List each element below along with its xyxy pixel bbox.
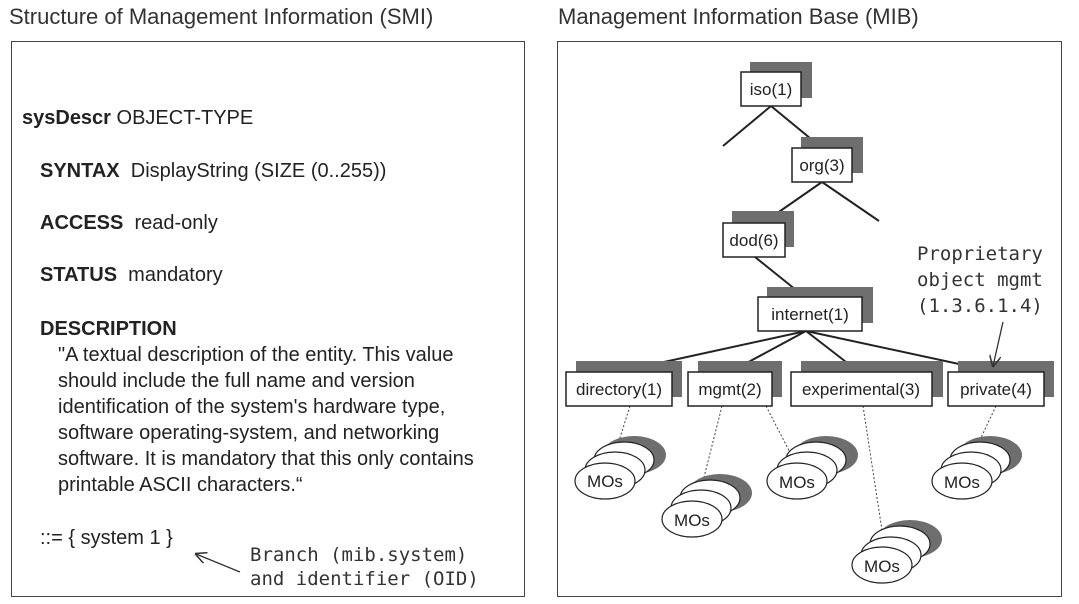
mo-stack-mgmt-right: MOs xyxy=(766,436,858,500)
mo-connector xyxy=(967,405,997,466)
private-note-line: (1.3.6.1.4) xyxy=(917,295,1043,317)
smi-panel xyxy=(11,41,525,597)
mo-label: MOs xyxy=(587,472,623,491)
description-text: "A textual description of the entity. Th… xyxy=(58,342,528,498)
access-keyword: ACCESS xyxy=(40,212,124,234)
private-note-line: object mgmt xyxy=(917,269,1043,291)
mo-label: MOs xyxy=(779,473,815,492)
node-org-label: org(3) xyxy=(799,156,844,175)
mo-label: MOs xyxy=(864,557,900,576)
oid-assignment: ::= { system 1 } xyxy=(40,527,173,549)
node-dod: dod(6) xyxy=(722,211,794,258)
node-experimental-label: experimental(3) xyxy=(802,380,920,399)
status-keyword: STATUS xyxy=(40,264,118,286)
node-mgmt: mgmt(2) xyxy=(687,361,782,407)
node-dod-label: dod(6) xyxy=(729,231,778,250)
object-type: OBJECT-TYPE xyxy=(116,107,254,129)
branch-note-arrow xyxy=(196,554,241,573)
private-note-arrow xyxy=(993,321,1004,366)
access-line: ACCESS read-only xyxy=(40,212,218,235)
node-private-label: private(4) xyxy=(960,380,1032,399)
node-directory: directory(1) xyxy=(565,361,682,407)
syntax-line: SYNTAX DisplayString (SIZE (0..255)) xyxy=(40,160,386,183)
status-line: STATUS mandatory xyxy=(40,264,223,287)
node-private: private(4) xyxy=(947,361,1054,407)
syntax-value: DisplayString (SIZE (0..255)) xyxy=(130,160,387,182)
node-iso: iso(1) xyxy=(740,62,812,107)
node-org: org(3) xyxy=(791,137,863,183)
syntax-keyword: SYNTAX xyxy=(40,160,120,182)
object-name: sysDescr xyxy=(22,107,111,129)
branch-note-line: and identifier (OID) xyxy=(250,568,479,590)
branch-note-line: Branch (mib.system) xyxy=(250,544,468,566)
node-iso-label: iso(1) xyxy=(750,80,793,99)
mo-stack-mgmt-left: MOs xyxy=(661,474,752,538)
mo-connector xyxy=(862,405,886,551)
node-directory-label: directory(1) xyxy=(576,380,662,399)
description-line: "A textual description of the entity. Th… xyxy=(58,344,454,366)
description-line: should include the full name and version xyxy=(58,370,415,392)
node-internet-label: internet(1) xyxy=(771,305,848,324)
private-note: Proprietary object mgmt (1.3.6.1.4) xyxy=(917,241,1043,319)
description-line: printable ASCII characters.“ xyxy=(58,474,303,496)
mib-title: Management Information Base (MIB) xyxy=(558,4,919,29)
mo-stack-private: MOs xyxy=(931,436,1022,500)
description-line: software operating-system, and networkin… xyxy=(58,422,440,444)
branch-note: Branch (mib.system) and identifier (OID) xyxy=(250,543,479,591)
description-keyword: DESCRIPTION xyxy=(40,318,177,340)
node-experimental: experimental(3) xyxy=(790,361,943,407)
private-note-line: Proprietary xyxy=(917,243,1043,265)
mo-label: MOs xyxy=(944,473,980,492)
tree-edge xyxy=(722,105,772,147)
object-declaration: sysDescr OBJECT-TYPE xyxy=(22,107,253,130)
mo-label: MOs xyxy=(674,511,710,530)
access-value: read-only xyxy=(134,212,218,234)
description-line: identification of the system's hardware … xyxy=(58,396,446,418)
status-value: mandatory xyxy=(128,264,223,286)
tree-edge xyxy=(821,181,880,222)
smi-title: Structure of Management Information (SMI… xyxy=(9,4,434,29)
node-mgmt-label: mgmt(2) xyxy=(698,380,761,399)
mo-stack-directory: MOs xyxy=(574,436,666,500)
mo-stack-experimental: MOs xyxy=(851,520,942,584)
node-internet: internet(1) xyxy=(757,287,873,332)
description-line: software. It is mandatory that this only… xyxy=(58,448,474,470)
